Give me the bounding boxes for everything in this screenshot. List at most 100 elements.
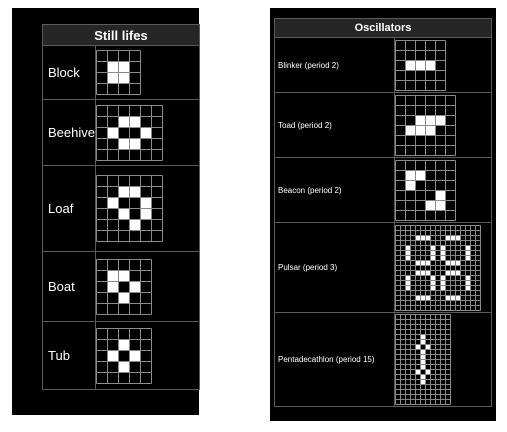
pulsar-pattern-grid [395, 224, 481, 311]
pattern-cell [394, 312, 492, 407]
live-cell [455, 260, 461, 265]
live-cell [405, 255, 411, 260]
pattern-cell [94, 45, 201, 100]
live-cell [129, 116, 141, 127]
live-cell [425, 115, 436, 125]
still-lifes-table: Still lifes Block Beehive Loaf Boat Tub [42, 24, 201, 390]
live-cell [445, 260, 451, 265]
live-cell [420, 235, 426, 240]
table-row: Toad (period 2) [274, 92, 492, 158]
live-cell [405, 245, 411, 250]
live-cell [415, 125, 426, 135]
still-lifes-panel: Still lifes Block Beehive Loaf Boat Tub [12, 8, 201, 415]
live-cell [465, 245, 471, 250]
live-cell [420, 379, 426, 385]
live-cell [420, 354, 426, 360]
live-cell [140, 197, 152, 209]
pattern-label-beehive: Beehive [42, 99, 96, 166]
live-cell [430, 255, 436, 260]
pattern-label-loaf: Loaf [42, 165, 96, 252]
live-cell [107, 350, 119, 361]
live-cell [118, 116, 130, 127]
pattern-label-block: Block [42, 45, 96, 100]
toad-pattern-grid [395, 94, 456, 156]
live-cell [107, 61, 119, 73]
live-cell [129, 219, 141, 231]
oscillators-table: Oscillators Blinker (period 2) Toad (per… [274, 18, 492, 407]
live-cell [415, 170, 426, 180]
block-pattern-grid [95, 50, 141, 95]
pattern-cell [94, 165, 201, 252]
live-cell [455, 270, 461, 275]
pattern-cell [94, 321, 201, 390]
live-cell [415, 260, 421, 265]
live-cell [420, 334, 426, 340]
live-cell [465, 250, 471, 255]
live-cell [129, 138, 141, 149]
live-cell [425, 344, 431, 350]
blinker-pattern-grid [395, 39, 446, 91]
live-cell [118, 361, 130, 372]
live-cell [420, 374, 426, 380]
live-cell [405, 280, 411, 285]
table-row: Loaf [42, 165, 201, 252]
live-cell [118, 138, 130, 149]
pattern-cell [394, 37, 492, 93]
live-cell [440, 285, 446, 290]
pattern-cell [394, 157, 492, 223]
live-cell [425, 125, 436, 135]
live-cell [445, 295, 451, 300]
live-cell [450, 295, 456, 300]
live-cell [129, 186, 141, 198]
live-cell [405, 180, 416, 190]
live-cell [107, 72, 119, 84]
live-cell [405, 125, 416, 135]
live-cell [450, 270, 456, 275]
live-cell [107, 197, 119, 209]
live-cell [405, 60, 416, 70]
table-row: Beehive [42, 99, 201, 166]
live-cell [415, 344, 421, 350]
live-cell [430, 280, 436, 285]
live-cell [425, 60, 436, 70]
live-cell [415, 115, 426, 125]
live-cell [118, 72, 130, 84]
live-cell [465, 275, 471, 280]
live-cell [405, 170, 416, 180]
live-cell [405, 275, 411, 280]
pattern-label-beacon: Beacon (period 2) [274, 157, 395, 223]
live-cell [430, 275, 436, 280]
live-cell [435, 190, 446, 200]
live-cell [465, 255, 471, 260]
pentadecathlon-pattern-grid [395, 314, 451, 405]
live-cell [425, 200, 436, 210]
table-row: Pentadecathlon (period 15) [274, 312, 492, 407]
live-cell [118, 292, 130, 303]
live-cell [430, 245, 436, 250]
live-cell [107, 281, 119, 292]
live-cell [440, 245, 446, 250]
pattern-label-pentadecathlon: Pentadecathlon (period 15) [274, 312, 395, 407]
table-row: Blinker (period 2) [274, 37, 492, 93]
live-cell [425, 260, 431, 265]
beehive-pattern-grid [95, 104, 163, 161]
loaf-pattern-grid [95, 175, 163, 242]
table-row: Pulsar (period 3) [274, 222, 492, 313]
pattern-cell [94, 251, 201, 322]
live-cell [450, 260, 456, 265]
live-cell [465, 285, 471, 290]
live-cell [435, 200, 446, 210]
live-cell [445, 235, 451, 240]
live-cell [430, 250, 436, 255]
pattern-cell [94, 99, 201, 166]
live-cell [440, 250, 446, 255]
table-row: Boat [42, 251, 201, 322]
live-cell [118, 339, 130, 350]
pattern-cell [394, 92, 492, 158]
live-cell [415, 295, 421, 300]
table-row: Beacon (period 2) [274, 157, 492, 223]
live-cell [455, 295, 461, 300]
live-cell [420, 339, 426, 345]
live-cell [118, 61, 130, 73]
live-cell [140, 127, 152, 138]
